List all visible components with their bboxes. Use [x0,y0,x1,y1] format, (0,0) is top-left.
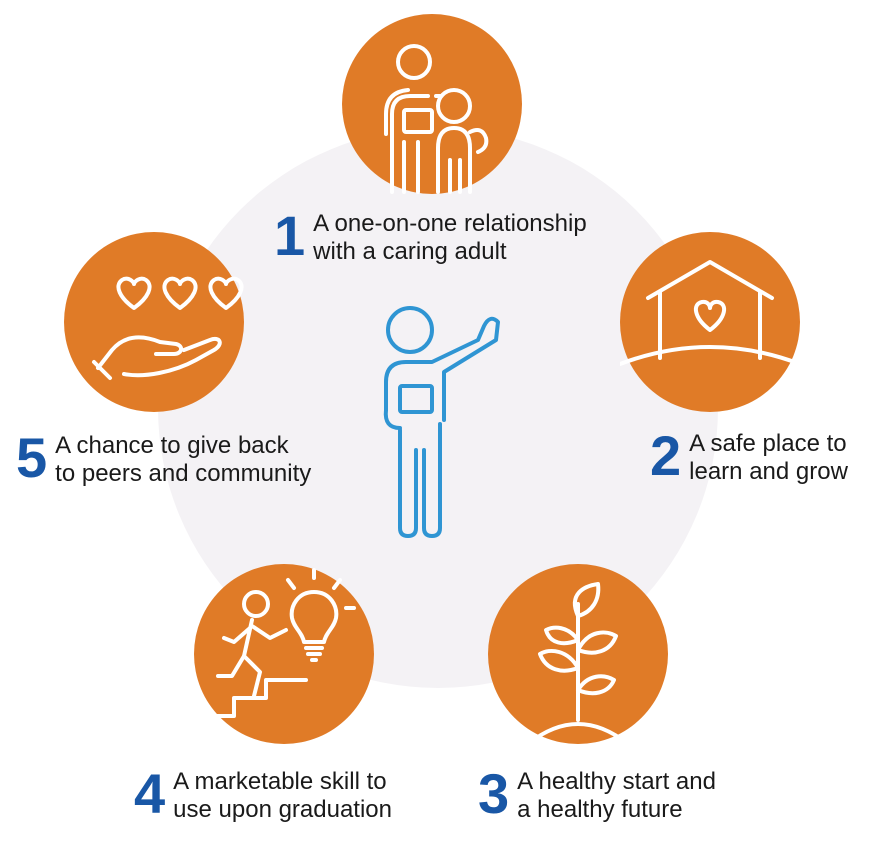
house-heart-icon [620,232,800,412]
item-2-label: 2 A safe place to learn and grow [650,424,848,487]
item-4-line1: A marketable skill to [173,768,387,795]
sprout-icon [488,564,668,744]
item-4-line2: use upon graduation [173,796,393,823]
item-3-line1: A healthy start and [517,768,716,795]
item-1-label: 1 A one-on-one relationship with a carin… [274,204,587,267]
item-1-line1: A one-on-one relationship [313,210,587,237]
item-4-number: 4 [134,762,166,825]
item-5-line2: to peers and community [55,460,312,487]
item-3-number: 3 [478,762,510,825]
parent-child-icon [342,14,522,194]
item-2-number: 2 [650,424,682,487]
item-5-line1: A chance to give back [55,432,289,459]
waving-student-icon [360,300,520,540]
item-3-line2: a healthy future [517,796,683,823]
item-2-line1: A safe place to [689,430,847,457]
item-5-number: 5 [16,426,48,489]
item-5-label: 5 A chance to give back to peers and com… [16,426,312,489]
item-4-label: 4 A marketable skill to use upon graduat… [134,762,393,825]
item-1-number: 1 [274,204,306,267]
item-3-label: 3 A healthy start and a healthy future [478,762,716,825]
item-2-line2: learn and grow [689,458,848,485]
hand-hearts-icon [64,232,244,412]
item-1-line2: with a caring adult [313,238,507,265]
climbing-lightbulb-icon [194,564,374,744]
